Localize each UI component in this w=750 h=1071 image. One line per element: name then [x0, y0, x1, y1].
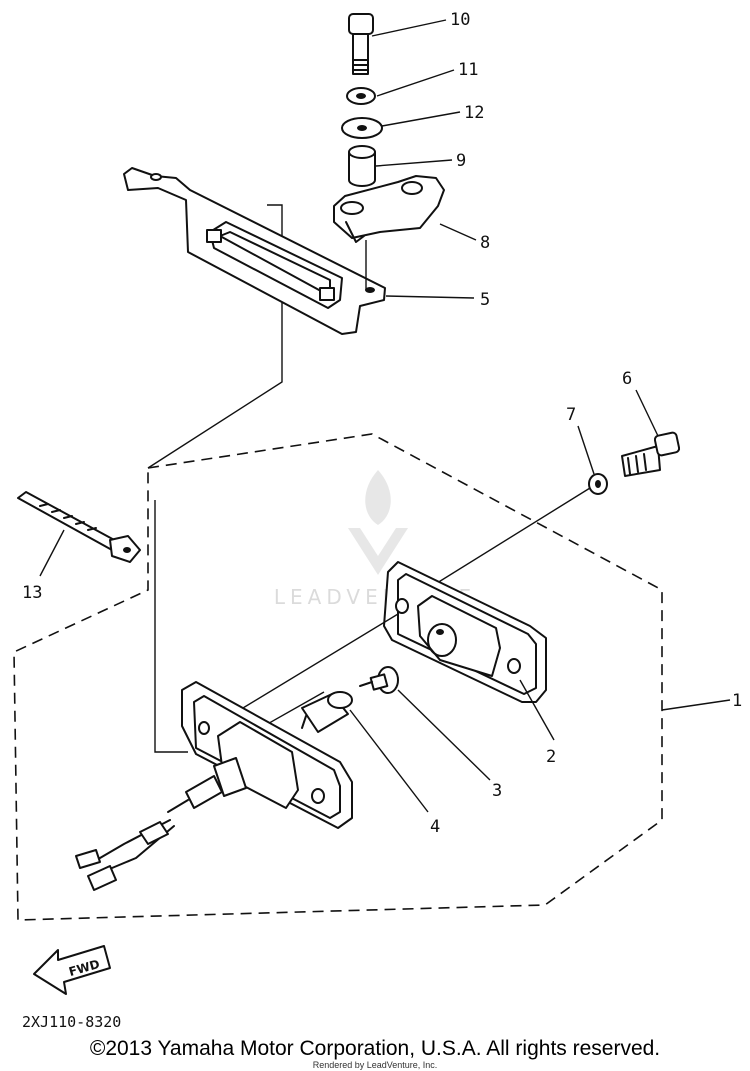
- assembly-outline: [13, 433, 663, 921]
- lens-2: [383, 561, 547, 703]
- callout-11: 11: [458, 60, 478, 80]
- callout-3: 3: [492, 781, 502, 801]
- washer-12: [341, 117, 383, 139]
- callout-1: 1: [732, 691, 742, 711]
- callout-7: 7: [566, 405, 576, 425]
- callout-6: 6: [622, 369, 632, 389]
- washer-7: [588, 473, 608, 495]
- callout-2: 2: [546, 747, 556, 767]
- callout-10: 10: [450, 10, 470, 30]
- wire-harness: [75, 819, 175, 891]
- lamp-housing: [167, 681, 353, 829]
- callout-5: 5: [480, 290, 490, 310]
- part-code: 2XJ110-8320: [22, 1013, 121, 1031]
- callout-4: 4: [430, 817, 440, 837]
- lock-washer-11: [346, 87, 376, 105]
- callout-12: 12: [464, 103, 484, 123]
- collar-9: [348, 145, 376, 187]
- leader-lines: [39, 19, 731, 813]
- screw-6: [621, 431, 681, 477]
- bulb-3: [359, 666, 399, 694]
- callout-9: 9: [456, 151, 466, 171]
- bracket-8: [333, 175, 445, 243]
- mounting-plate-5: [123, 167, 386, 335]
- callout-8: 8: [480, 233, 490, 253]
- socket-4: [301, 691, 353, 733]
- link-line-vertical: [154, 500, 188, 753]
- callout-13: 13: [22, 583, 42, 603]
- cable-tie-13: [17, 491, 141, 563]
- copyright-notice: ©2013 Yamaha Motor Corporation, U.S.A. A…: [89, 1037, 661, 1060]
- bolt-10: [348, 13, 374, 75]
- rendered-by-notice: Rendered by LeadVenture, Inc.: [312, 1060, 438, 1070]
- fwd-arrow: FWD: [33, 945, 111, 995]
